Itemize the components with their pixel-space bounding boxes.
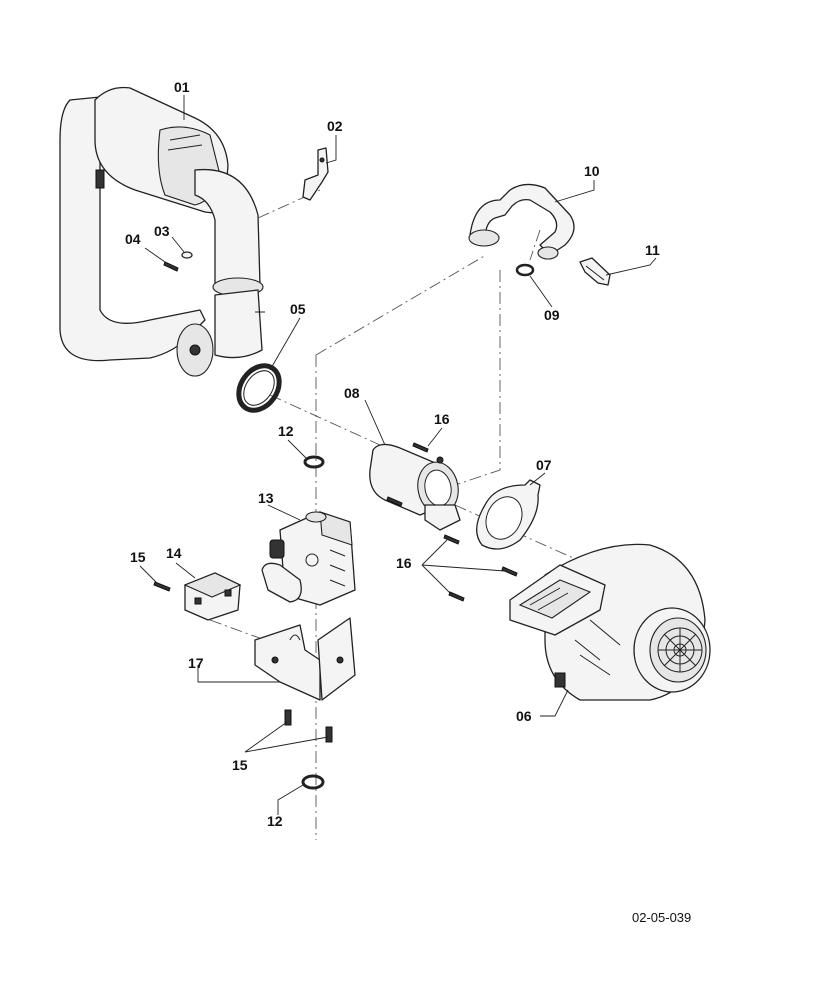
label-01: 01 — [174, 79, 190, 95]
label-13: 13 — [258, 490, 274, 506]
label-07: 07 — [536, 457, 552, 473]
label-10: 10 — [584, 163, 600, 179]
label-02: 02 — [327, 118, 343, 134]
washer-12-upper — [303, 455, 325, 469]
label-16-upper: 16 — [434, 411, 450, 427]
label-05: 05 — [290, 301, 306, 317]
label-06: 06 — [516, 708, 532, 724]
label-03: 03 — [154, 223, 170, 239]
label-12-upper: 12 — [278, 423, 294, 439]
venturi-08 — [369, 443, 461, 531]
screws-15-lower — [284, 709, 333, 743]
screw-04 — [163, 261, 179, 272]
label-17: 17 — [188, 655, 204, 671]
screw-16-upper — [386, 442, 429, 507]
drawing-reference: 02-05-039 — [632, 910, 691, 925]
air-intake-duct — [59, 86, 265, 377]
label-04: 04 — [125, 231, 141, 247]
gas-valve-13 — [261, 511, 356, 606]
screw-15-upper — [153, 581, 171, 592]
bracket-02 — [302, 147, 329, 201]
label-15-upper: 15 — [130, 549, 146, 565]
label-15-lower: 15 — [232, 757, 248, 773]
label-09: 09 — [544, 307, 560, 323]
washer-12-lower — [301, 774, 325, 790]
gasket-09 — [515, 263, 535, 277]
seal-ring-05 — [236, 363, 282, 413]
gasket-07 — [476, 479, 541, 550]
screws-16-lower — [443, 534, 518, 602]
assembly-centerlines — [209, 189, 601, 840]
washer-03 — [181, 251, 193, 259]
fan-grille-icon — [657, 627, 703, 673]
label-08: 08 — [344, 385, 360, 401]
label-11: 11 — [645, 242, 660, 258]
label-16-lower: 16 — [396, 555, 412, 571]
label-12-lower: 12 — [267, 813, 283, 829]
gas-pipe-10 — [468, 183, 575, 260]
clip-11 — [579, 257, 611, 286]
mounting-bracket-17 — [254, 617, 356, 701]
blower-fan-06 — [509, 543, 711, 701]
label-14: 14 — [166, 545, 182, 561]
ignition-unit-14 — [183, 572, 242, 621]
